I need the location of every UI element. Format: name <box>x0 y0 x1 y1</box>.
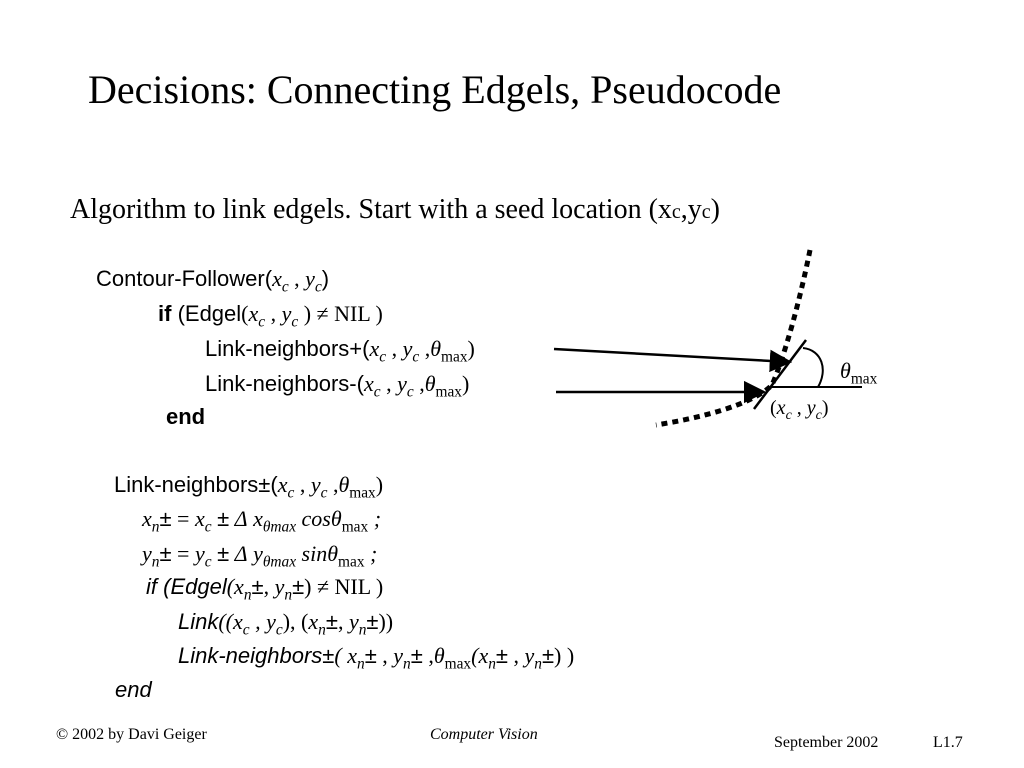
if-edgel-n-line: if (Edgel(xn±, yn±) ≠ NIL ) <box>146 574 384 604</box>
dotted-contour-curve <box>655 249 813 428</box>
if-edgel-line: if (Edgel(xc , yc ) ≠ NIL ) <box>158 301 383 331</box>
arrow-link-plus <box>553 347 793 373</box>
link-neighbors-minus-line: Link-neighbors-(xc , yc ,θmax) <box>205 371 470 401</box>
link-neighbors-plus-line: Link-neighbors+(xc , yc ,θmax) <box>205 336 475 366</box>
link-call-line: Link((xc , yc), (xn±, yn±)) <box>178 609 394 639</box>
link-neighbors-recursive-line: Link-neighbors±( xn± , yn± ,θmax(xn± , y… <box>178 643 575 673</box>
end-keyword: end <box>166 404 206 429</box>
footer-copyright: © 2002 by Davi Geiger <box>56 726 207 743</box>
seed-location-label: (xc , yc) <box>770 397 829 423</box>
yn-update-equation: yn± = yc ± Δ yθmax sinθmax ; <box>142 541 378 571</box>
footer-course: Computer Vision <box>430 726 538 743</box>
link-neighbors-pm-header: Link-neighbors±(xc , yc ,θmax) <box>114 472 384 502</box>
end-keyword-procedure: end <box>115 677 152 702</box>
footer-slide-id: L1.7 <box>933 734 963 751</box>
slide-title: Decisions: Connecting Edgels, Pseudocode <box>88 67 782 112</box>
contour-follower-line: Contour-Follower(xc , yc) <box>96 266 330 296</box>
intro-text: Algorithm to link edgels. Start with a s… <box>70 194 720 225</box>
footer-date: September 2002 <box>774 734 879 751</box>
theta-max-label: θmax <box>840 358 878 388</box>
theta-angle-arc <box>802 347 824 388</box>
xn-update-equation: xn± = xc ± Δ xθmax cosθmax ; <box>142 506 382 536</box>
